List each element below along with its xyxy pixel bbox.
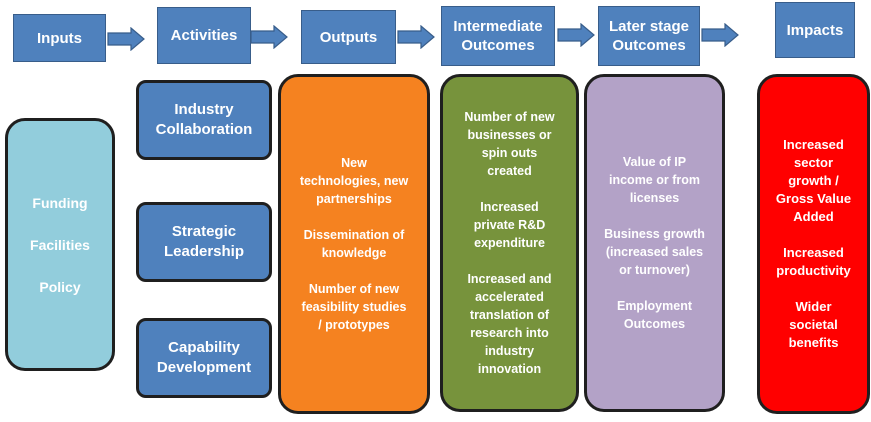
intermediate-item: Number of new businesses or spin outs cr… (464, 110, 555, 178)
activity-label: Collaboration (155, 121, 253, 138)
header-inputs-label: Inputs (37, 29, 82, 47)
header-inputs: Inputs (13, 14, 106, 62)
later-item: Employment Outcomes (616, 299, 692, 331)
activity-label: Industry (174, 101, 234, 118)
activity-industry-collaboration: Industry Collaboration (136, 80, 272, 160)
header-outputs-label: Outputs (319, 28, 378, 46)
arrow-icon (557, 23, 595, 47)
activity-label: Capability (168, 339, 240, 356)
header-later-line1: Later stage (608, 18, 690, 35)
impacts-box: Increased sector growth / Gross Value Ad… (757, 74, 870, 414)
header-impacts: Impacts (775, 2, 855, 58)
activity-label: Strategic (171, 223, 237, 240)
header-intermediate-line2: Outcomes (461, 37, 535, 54)
header-later-stage-outcomes: Later stage Outcomes (598, 6, 700, 66)
outputs-box: New technologies, new partnerships Disse… (278, 74, 430, 414)
input-facilities: Facilities (30, 236, 90, 253)
later-item: Value of IP income or from licenses (609, 155, 700, 205)
input-policy: Policy (39, 278, 81, 295)
impact-item: Increased productivity (776, 245, 851, 278)
header-impacts-label: Impacts (786, 21, 844, 39)
intermediate-item: Increased private R&D expenditure (473, 200, 546, 250)
header-intermediate-outcomes: Intermediate Outcomes (441, 6, 555, 66)
later-stage-outcomes-box: Value of IP income or from licenses Busi… (584, 74, 725, 412)
arrow-icon (107, 27, 145, 51)
intermediate-item: Increased and accelerated translation of… (467, 272, 552, 376)
header-activities: Activities (157, 7, 251, 64)
header-outputs: Outputs (301, 10, 396, 64)
output-item: Number of new feasibility studies / prot… (301, 282, 407, 332)
inputs-box: Funding Facilities Policy (5, 118, 115, 371)
activity-label: Leadership (163, 243, 245, 260)
arrow-icon (701, 23, 739, 47)
input-funding: Funding (32, 194, 88, 211)
impact-item: Increased sector growth / Gross Value Ad… (775, 137, 852, 224)
header-activities-label: Activities (170, 27, 238, 44)
activity-capability-development: Capability Development (136, 318, 272, 398)
intermediate-outcomes-box: Number of new businesses or spin outs cr… (440, 74, 579, 412)
later-item: Business growth (increased sales or turn… (604, 227, 705, 277)
output-item: Dissemination of knowledge (303, 228, 405, 260)
activity-strategic-leadership: Strategic Leadership (136, 202, 272, 282)
header-later-line2: Outcomes (612, 37, 686, 54)
impact-item: Wider societal benefits (788, 299, 839, 350)
arrow-icon (397, 25, 435, 49)
arrow-icon (250, 25, 288, 49)
output-item: New technologies, new partnerships (299, 156, 409, 206)
header-intermediate-line1: Intermediate (453, 18, 543, 35)
activity-label: Development (156, 359, 252, 376)
